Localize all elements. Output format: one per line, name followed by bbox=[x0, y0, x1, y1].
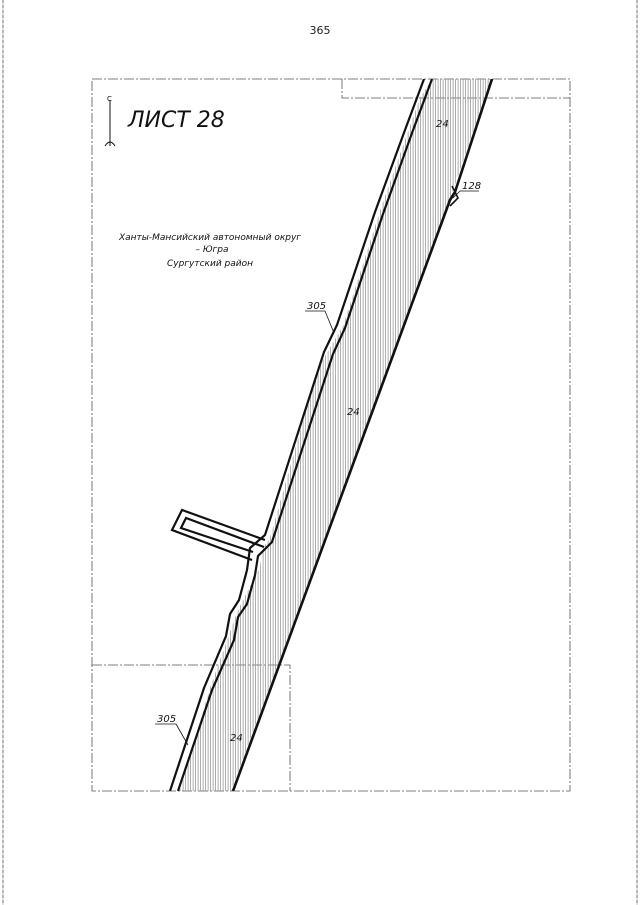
sheet-title: ЛИСТ 28 bbox=[127, 108, 225, 133]
adjacent-sheet-frame-bottom bbox=[92, 664, 291, 791]
parcel-label-305-lower: 305 bbox=[157, 714, 176, 725]
parcel-305-inner-line bbox=[176, 79, 434, 791]
parcel-label-24-top: 24 bbox=[436, 119, 449, 130]
parcel-label-24-middle: 24 bbox=[347, 407, 360, 418]
region-label-line-1: Ханты-Мансийский автономный округ bbox=[118, 233, 301, 243]
adjacent-sheet-frame-top bbox=[341, 79, 570, 99]
parcel-label-305-lower-group: 305 bbox=[155, 714, 189, 746]
parcel-24-right-boundary bbox=[231, 79, 494, 791]
parcel-305-spur-inner bbox=[179, 516, 265, 554]
region-label-line-3: Сургутский район bbox=[167, 259, 253, 269]
parcel-label-24-bottom: 24 bbox=[230, 733, 243, 744]
north-label: С bbox=[107, 95, 112, 103]
parcel-label-128-group: 128 bbox=[452, 181, 481, 199]
parcel-128-notch bbox=[449, 185, 459, 207]
parcel-label-305-upper: 305 bbox=[307, 301, 326, 312]
scan-edge-right bbox=[636, 0, 638, 905]
parcel-label-128: 128 bbox=[462, 181, 481, 192]
scan-edge-left bbox=[2, 0, 4, 905]
page-number: 365 bbox=[309, 24, 331, 37]
parcel-24-hatched-area bbox=[180, 79, 491, 791]
parcel-305-spur-outer bbox=[170, 508, 266, 562]
north-arrow: С bbox=[104, 95, 116, 147]
region-label-line-2: – Югра bbox=[195, 245, 228, 255]
sheet-frame bbox=[91, 78, 571, 792]
parcel-label-305-upper-group: 305 bbox=[305, 301, 335, 334]
parcel-305-outer-line bbox=[168, 79, 426, 791]
